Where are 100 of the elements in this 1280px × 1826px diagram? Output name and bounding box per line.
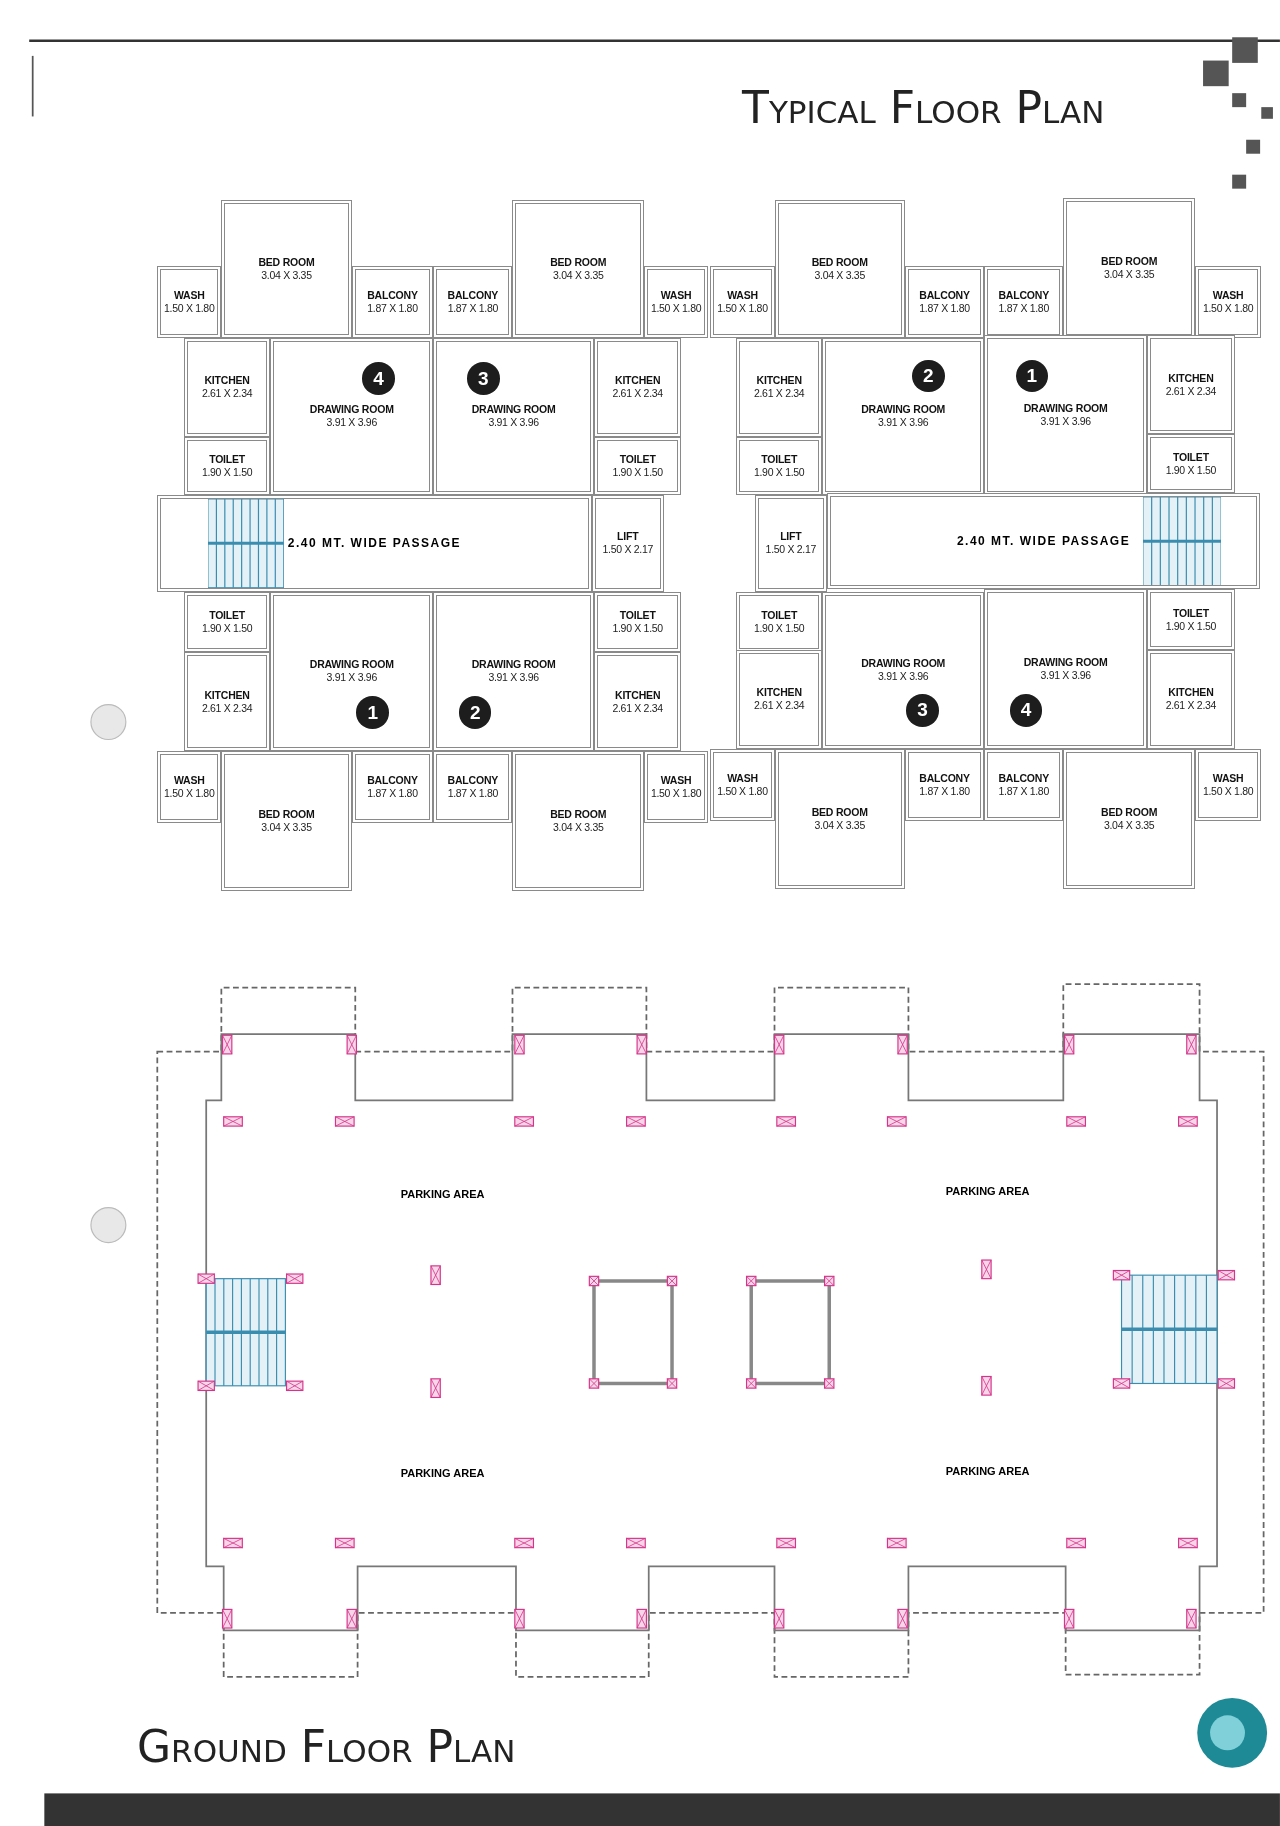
room-outline <box>644 265 709 338</box>
room-outline <box>736 436 823 495</box>
room-name: KITCHEN <box>204 688 250 702</box>
room-name: DRAWING ROOM <box>471 403 556 417</box>
room-dimensions: 1.90 X 1.50 <box>753 465 805 479</box>
room-dimensions: 3.91 X 3.96 <box>878 670 929 684</box>
unit-number-marker: 4 <box>362 362 395 395</box>
room-name: BED ROOM <box>811 256 868 269</box>
room-dimensions: 1.50 X 1.80 <box>1202 785 1254 798</box>
room-outline <box>184 652 271 752</box>
room-dimensions: 1.90 X 1.50 <box>201 621 253 635</box>
room-name: KITCHEN <box>1168 686 1214 700</box>
room-dimensions: 2.61 X 2.34 <box>612 701 663 715</box>
unit-number-marker: 1 <box>1015 359 1049 393</box>
room-dimensions: 2.61 X 2.34 <box>201 387 253 401</box>
room-name: DRAWING ROOM <box>309 403 394 417</box>
passage-outline <box>157 495 592 592</box>
room-dimensions: 3.91 X 3.96 <box>326 671 377 685</box>
room-outline <box>433 337 594 495</box>
room-name: BED ROOM <box>811 805 868 819</box>
room-name: WASH <box>1212 772 1244 785</box>
room-name: LIFT <box>780 530 802 544</box>
room-outline <box>984 335 1148 495</box>
room-name: BALCONY <box>367 288 418 302</box>
room-dimensions: 2.61 X 2.34 <box>1165 699 1217 713</box>
room-dimensions: 1.50 X 1.80 <box>1202 301 1254 315</box>
room-name: BED ROOM <box>258 808 315 822</box>
room-dimensions: 1.50 X 1.80 <box>164 301 215 315</box>
room-name: BED ROOM <box>550 808 607 822</box>
room-name: WASH <box>173 774 205 788</box>
room-name: TOILET <box>761 452 798 466</box>
room-outline <box>1147 434 1235 493</box>
room-outline <box>736 591 823 653</box>
room-name: KITCHEN <box>204 374 250 388</box>
room-dimensions: 2.61 X 2.34 <box>1165 384 1217 398</box>
area-label: PARKING AREA <box>917 1459 1058 1483</box>
room-name: BALCONY <box>367 774 418 788</box>
room-dimensions: 3.04 X 3.35 <box>814 818 865 832</box>
room-outline <box>433 265 513 338</box>
room-name: BED ROOM <box>550 256 607 269</box>
room-dimensions: 3.04 X 3.35 <box>814 269 865 282</box>
room-name: LIFT <box>617 530 639 544</box>
room-outline <box>594 337 682 437</box>
room-dimensions: 1.87 X 1.80 <box>998 301 1049 315</box>
area-label: PARKING AREA <box>372 1182 513 1206</box>
room-outline <box>1194 265 1262 338</box>
room-dimensions: 3.91 X 3.96 <box>1040 415 1091 429</box>
room-name: TOILET <box>619 452 656 466</box>
room-name: TOILET <box>209 452 246 466</box>
room-name: DRAWING ROOM <box>861 403 946 417</box>
room-dimensions: 2.61 X 2.34 <box>753 699 805 713</box>
page-title: Typical Floor Plan <box>742 82 1105 133</box>
room-dimensions: 1.90 X 1.50 <box>753 621 805 635</box>
room-outline <box>984 748 1064 822</box>
room-name: DRAWING ROOM <box>309 658 394 672</box>
room-name: TOILET <box>1172 450 1209 464</box>
room-outline <box>644 751 709 824</box>
room-outline <box>433 751 513 824</box>
room-dimensions: 1.87 X 1.80 <box>919 301 970 315</box>
passage-label: 2.40 MT. WIDE PASSAGE <box>287 536 462 551</box>
room-outline <box>221 200 352 338</box>
room-dimensions: 1.90 X 1.50 <box>612 465 663 479</box>
room-outline <box>594 652 682 752</box>
unit-number-marker: 3 <box>906 694 939 727</box>
room-outline <box>351 751 434 824</box>
room-outline <box>512 200 645 338</box>
room-dimensions: 1.50 X 1.80 <box>650 301 702 315</box>
room-dimensions: 1.90 X 1.50 <box>1165 463 1217 477</box>
room-name: WASH <box>173 288 205 302</box>
unit-number-marker: 4 <box>1009 694 1043 727</box>
room-outline <box>157 751 222 824</box>
room-name: DRAWING ROOM <box>471 658 556 672</box>
passage-outline <box>826 492 1261 590</box>
room-name: WASH <box>727 772 758 785</box>
room-name: BALCONY <box>998 772 1049 785</box>
room-dimensions: 3.91 X 3.96 <box>1040 669 1091 683</box>
room-outline <box>736 649 823 749</box>
room-outline <box>184 591 271 653</box>
room-outline <box>1063 198 1195 338</box>
room-dimensions: 1.50 X 1.80 <box>164 787 215 801</box>
room-name: WASH <box>727 288 758 302</box>
room-outline <box>591 495 664 592</box>
room-dimensions: 3.04 X 3.35 <box>261 821 312 835</box>
area-label: PARKING AREA <box>917 1179 1058 1204</box>
room-outline <box>1194 748 1262 822</box>
room-name: DRAWING ROOM <box>1023 656 1108 670</box>
room-name: BALCONY <box>919 288 970 302</box>
room-dimensions: 2.61 X 2.34 <box>753 387 805 401</box>
room-dimensions: 1.90 X 1.50 <box>612 621 663 635</box>
room-outline <box>822 337 985 495</box>
room-outline <box>351 265 434 338</box>
room-dimensions: 1.87 X 1.80 <box>447 787 499 801</box>
room-outline <box>157 265 222 338</box>
room-name: KITCHEN <box>1168 371 1214 385</box>
room-outline <box>1063 748 1195 889</box>
unit-number-marker: 2 <box>458 696 492 730</box>
room-outline <box>1147 589 1235 650</box>
room-outline <box>221 751 352 891</box>
room-name: BALCONY <box>447 288 499 302</box>
room-outline <box>512 751 645 891</box>
